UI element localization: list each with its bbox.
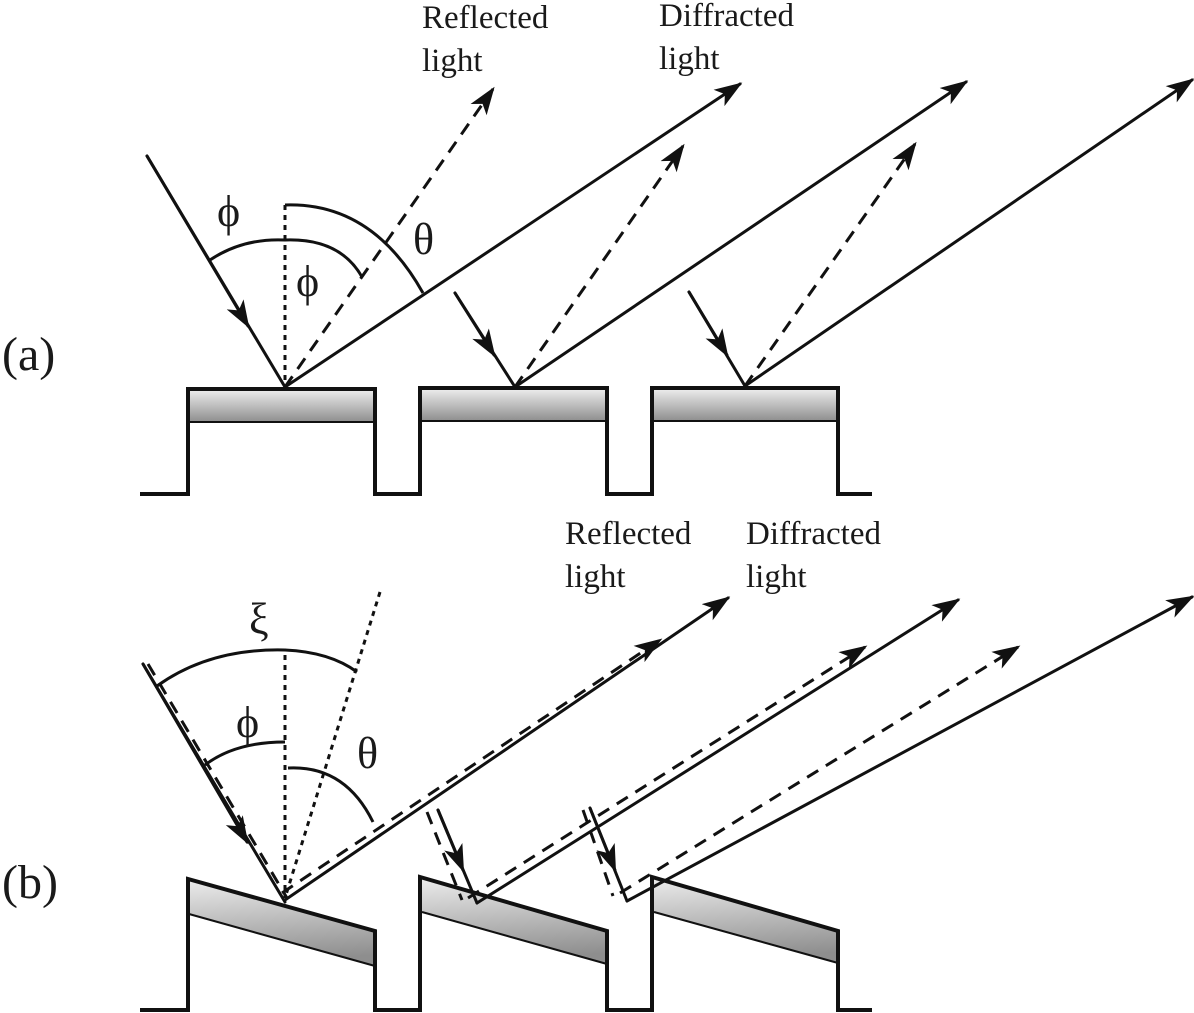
reflected-ray <box>467 645 868 900</box>
incident-reflected-overlay <box>146 663 289 899</box>
reflected-light-label: Reflected light <box>565 516 700 595</box>
band-edge <box>421 911 608 965</box>
reflected-ray <box>281 638 663 895</box>
phi-label: ϕ <box>236 698 259 747</box>
grating-band <box>189 390 375 422</box>
panel-label-b: (b) <box>2 856 58 909</box>
reflected-light-label: Reflected light <box>422 0 557 79</box>
phi-reflected-label: ϕ <box>296 257 319 306</box>
reflected-ray <box>513 143 685 388</box>
band-edge <box>188 913 376 967</box>
grating-band <box>189 880 375 966</box>
diffracted-light-label: Diffracted light <box>659 0 802 77</box>
diffracted-ray <box>513 80 969 389</box>
theta-arc <box>284 203 425 294</box>
incident-arrow <box>453 291 496 358</box>
xi-arc <box>156 648 358 688</box>
reflected-ray <box>743 141 917 387</box>
incident-arrow <box>141 662 249 845</box>
grating-band <box>654 878 838 963</box>
reflected-ray <box>283 86 495 388</box>
diffracted-ray <box>625 595 1194 903</box>
theta-arc <box>287 766 375 823</box>
facet-normal <box>283 591 382 899</box>
grating-profile-b <box>140 874 872 1012</box>
grating-profile-a <box>140 386 872 496</box>
diffracted-ray <box>743 78 1194 388</box>
xi-label: ξ <box>249 595 269 644</box>
panel-b: (b) ξ <box>2 516 1194 1012</box>
phi-arc <box>204 740 286 767</box>
incident-arrow <box>588 806 617 873</box>
phi-arc <box>209 238 364 278</box>
diffracted-ray <box>283 596 731 902</box>
panel-label-a: (a) <box>2 328 55 381</box>
theta-label: θ <box>413 215 434 264</box>
grating-band <box>422 389 607 421</box>
diffracted-light-label: Diffracted light <box>746 516 889 595</box>
theta-label: θ <box>357 729 378 778</box>
phi-incident-label: ϕ <box>217 187 240 236</box>
panel-a: (a) ϕ ϕ θ Ref <box>2 0 1194 496</box>
band-edge <box>653 911 839 964</box>
grating-band <box>654 389 838 421</box>
incident-arrow <box>436 808 465 873</box>
diffracted-ray <box>475 598 961 905</box>
incident-arrow <box>145 154 250 329</box>
grating-band <box>422 878 607 964</box>
reflected-ray <box>619 645 1021 895</box>
diffracted-ray <box>283 82 743 389</box>
incident-arrow <box>687 290 729 358</box>
